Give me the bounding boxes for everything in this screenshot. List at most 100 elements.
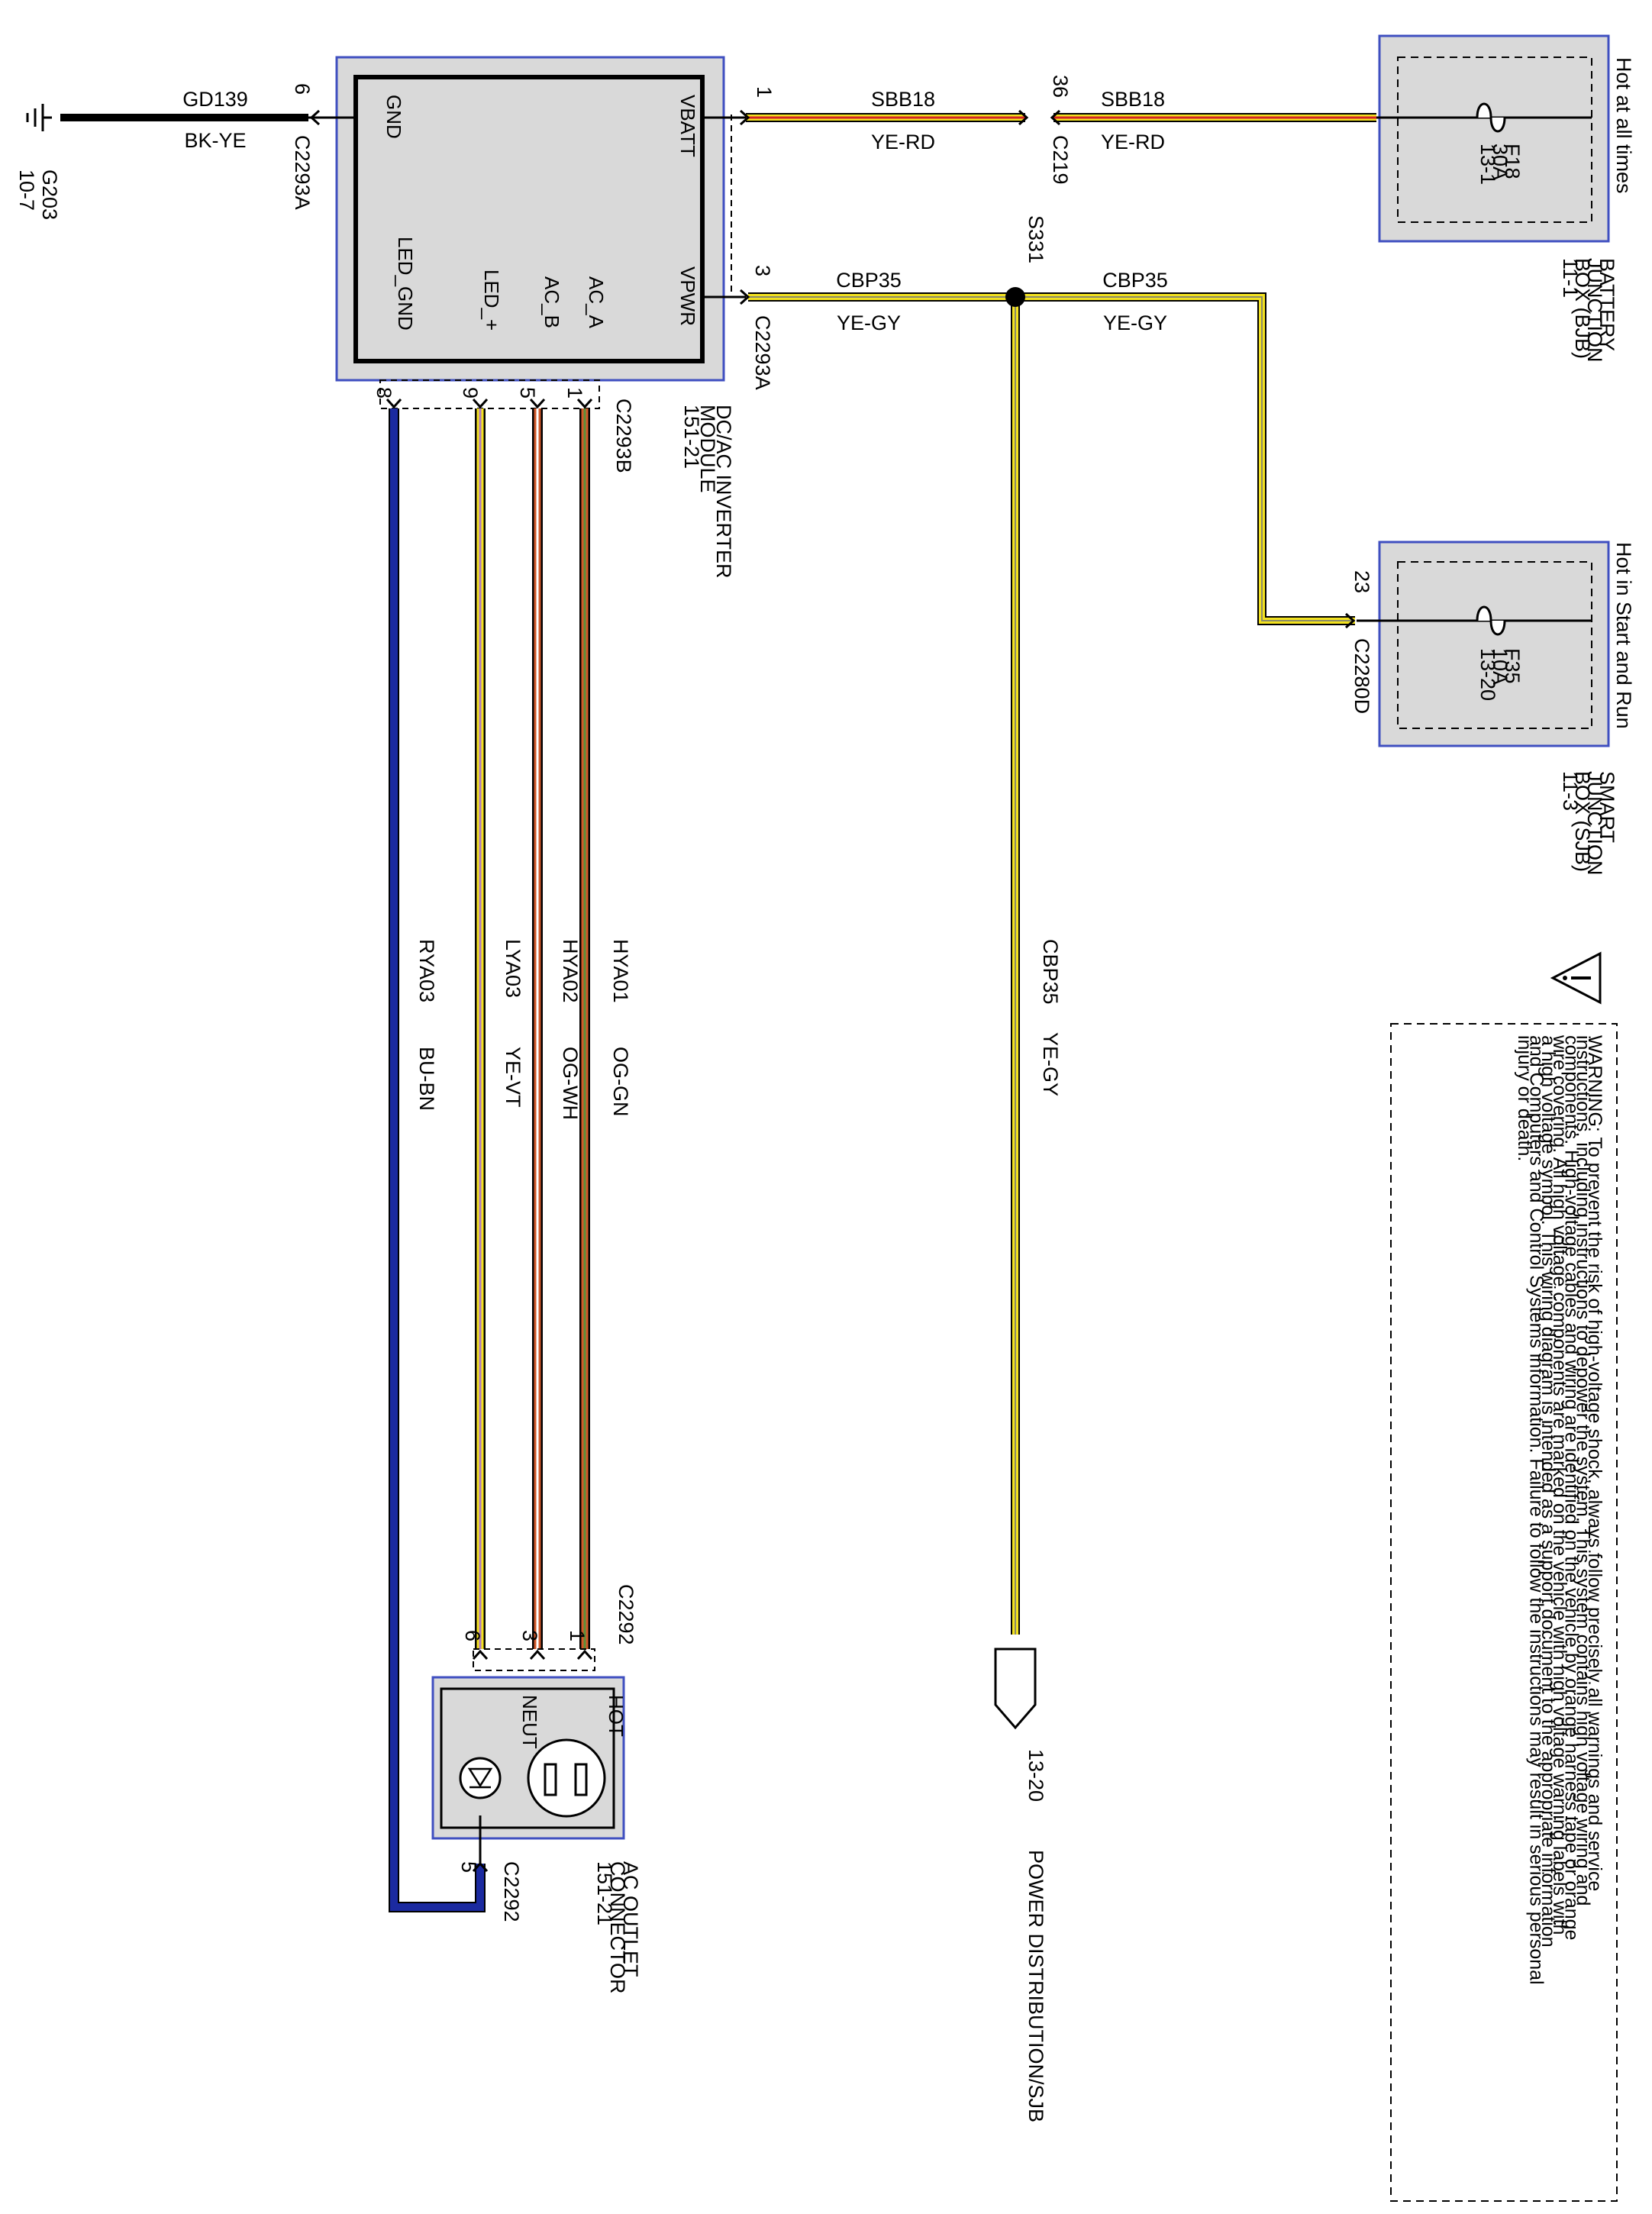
bjb-name-line: BATTERY (1596, 258, 1618, 351)
wire-hya02-color: OG-WH (559, 1047, 582, 1120)
warning-exclaim-dot-icon (1563, 976, 1567, 980)
c2292-pin5-number: 5 (457, 1861, 480, 1873)
c2293b-pin5-number: 5 (516, 387, 539, 399)
module-name-line: DC/AC INVERTER (712, 405, 735, 579)
connector-c2280d: C2280D (1350, 638, 1373, 714)
warning-text-line: and Computers and Control Systems inform… (1526, 1035, 1547, 1985)
splice-s331 (1005, 287, 1025, 307)
c2280d-arrow (1344, 612, 1356, 629)
c2292-pin1-number: 1 (566, 1630, 589, 1641)
wire-gd139-circuit: GD139 (182, 88, 248, 111)
warning-text-line: components. High-voltage cables and wiri… (1560, 1035, 1582, 1940)
wire-sbb18-circuit-a: SBB18 (871, 88, 935, 111)
wire-cbp35-sjb (748, 292, 1355, 625)
c219-arrow-a (1018, 109, 1029, 126)
warning-text-line: instructions, including instructions to … (1573, 1035, 1594, 1906)
inverter-module-inner (353, 75, 705, 363)
wire-cbp35-circuit-a: CBP35 (836, 269, 902, 292)
wire-cbp35-color-a: YE-GY (837, 311, 901, 334)
module-name-line: MODULE (696, 405, 719, 493)
wire-cbp35-color-c: YE-GY (1039, 1032, 1062, 1096)
c2293b-pin9-arrow (472, 398, 489, 409)
bjb-fuse-text-line: F18 (1501, 144, 1524, 179)
outlet-name-line: CONNECTOR (606, 1861, 629, 1994)
module-pin-led-plus: LED_+ (480, 269, 503, 331)
wire-cbp35-circuit-c: CBP35 (1039, 939, 1062, 1005)
power-distribution-arrow (994, 1648, 1037, 1730)
wire-sbb18-circuit-b: SBB18 (1101, 88, 1165, 111)
pin-gnd-number: 6 (291, 83, 314, 95)
c2293b-pin8-arrow (386, 398, 402, 409)
module-pin-ac-b: AC_B (540, 276, 563, 328)
ground-id: G203 (38, 169, 61, 220)
warning-text-line: a high voltage symbol. This wiring diagr… (1537, 1035, 1559, 1948)
c2293b-pin1-number: 1 (563, 387, 586, 399)
wire-rya03-color: BU-BN (415, 1047, 438, 1111)
c2292-pin1-arrow (576, 1649, 593, 1660)
c2293b-pin9-number: 9 (459, 387, 482, 399)
receptacle-slot-icon (544, 1763, 557, 1796)
c2293a-pin3-arrow (739, 289, 750, 305)
c2292-pin6-arrow (472, 1649, 489, 1660)
ground-ref: 10-7 (15, 169, 38, 211)
connector-c2293a-vpwr: C2293A (751, 315, 774, 390)
wire-lya03-circuit: LYA03 (502, 939, 524, 998)
power-dist-ref: 13-20 (1024, 1749, 1047, 1802)
c2292-pin6-number: 6 (461, 1630, 484, 1641)
module-pin-vbatt: VBATT (676, 95, 699, 157)
wire-cbp35-circuit-b: CBP35 (1102, 269, 1168, 292)
c2292-pin5-arrow (472, 1861, 489, 1873)
wire-cbp35-color-b: YE-GY (1103, 311, 1167, 334)
connector-c2293b: C2293B (612, 399, 635, 473)
module-name-line: 151-21 (680, 405, 703, 469)
wire-sbb18-color-a: YE-RD (871, 131, 935, 153)
pin-vbatt-number: 1 (753, 86, 776, 98)
c2293a-pin1-arrow (739, 109, 750, 126)
pin-sjb-number: 23 (1350, 570, 1373, 593)
sjb-fuse-text-line: 10A (1489, 648, 1512, 685)
c2293b-outline (379, 379, 600, 409)
c2293b-pin5-arrow (529, 398, 546, 409)
outlet-name-line: AC OUTLET (619, 1861, 642, 1977)
c2293a-pin6-arrow (309, 109, 321, 126)
wire-hya01-circuit: HYA01 (609, 939, 632, 1003)
connector-c219: C219 (1049, 135, 1072, 185)
connector-c2292-bottom: C2292 (500, 1861, 523, 1922)
bjb-name-line: BOX (BJB) (1571, 258, 1594, 359)
connector-c2292-top: C2292 (615, 1584, 637, 1645)
bjb-fuse-text-line: 30A (1489, 144, 1512, 180)
wire-hya01-color: OG-GN (609, 1047, 632, 1117)
sjb-fuse-text-line: F35 (1501, 648, 1524, 684)
c2293b-pin1-arrow (576, 398, 593, 409)
c219-arrow-b (1050, 109, 1061, 126)
wire-rya03-base (390, 408, 484, 1911)
receptacle-icon (527, 1738, 606, 1818)
warning-text-line: WARNING: To prevent the risk of high-vol… (1584, 1035, 1605, 1891)
wire-cbp35-sjb-stripe (748, 296, 1355, 621)
bjb-header: Hot at all times (1612, 57, 1635, 194)
wire-lya03-color: YE-VT (502, 1047, 524, 1108)
sjb-fuse-text-line: 13-20 (1476, 648, 1499, 701)
splice-s331-label: S331 (1024, 215, 1047, 263)
bjb-box (1378, 34, 1610, 243)
outlet-hot-label: HOT (605, 1695, 628, 1737)
connector-c2293a-gnd: C2293A (291, 135, 314, 210)
module-pin-gnd: GND (382, 95, 405, 139)
bjb-name-line: JUNCTION (1583, 258, 1606, 363)
wire-sbb18-color-b: YE-RD (1101, 131, 1165, 153)
bjb-dashed (1397, 56, 1592, 223)
module-pin-led-gnd: LED_GND (394, 237, 417, 331)
bjb-fuse-text-line: 13-1 (1476, 144, 1499, 185)
outlet-name-line: 151-21 (593, 1861, 616, 1925)
fuse-f18-icon (1476, 102, 1506, 133)
pin-vpwr-number: 3 (751, 265, 774, 276)
sjb-name-line: JUNCTION (1583, 771, 1606, 876)
sjb-name-line: BOX (SJB) (1571, 771, 1594, 872)
wire-gd139-color: BK-YE (184, 129, 246, 152)
wire-rya03-circuit: RYA03 (415, 939, 438, 1002)
sjb-name-line: SMART (1596, 771, 1618, 843)
c2293b-pin8-number: 8 (373, 387, 395, 399)
outlet-neut-label: NEUT (518, 1695, 541, 1749)
warning-text-line: wire covering. All high voltage componen… (1549, 1034, 1570, 1935)
